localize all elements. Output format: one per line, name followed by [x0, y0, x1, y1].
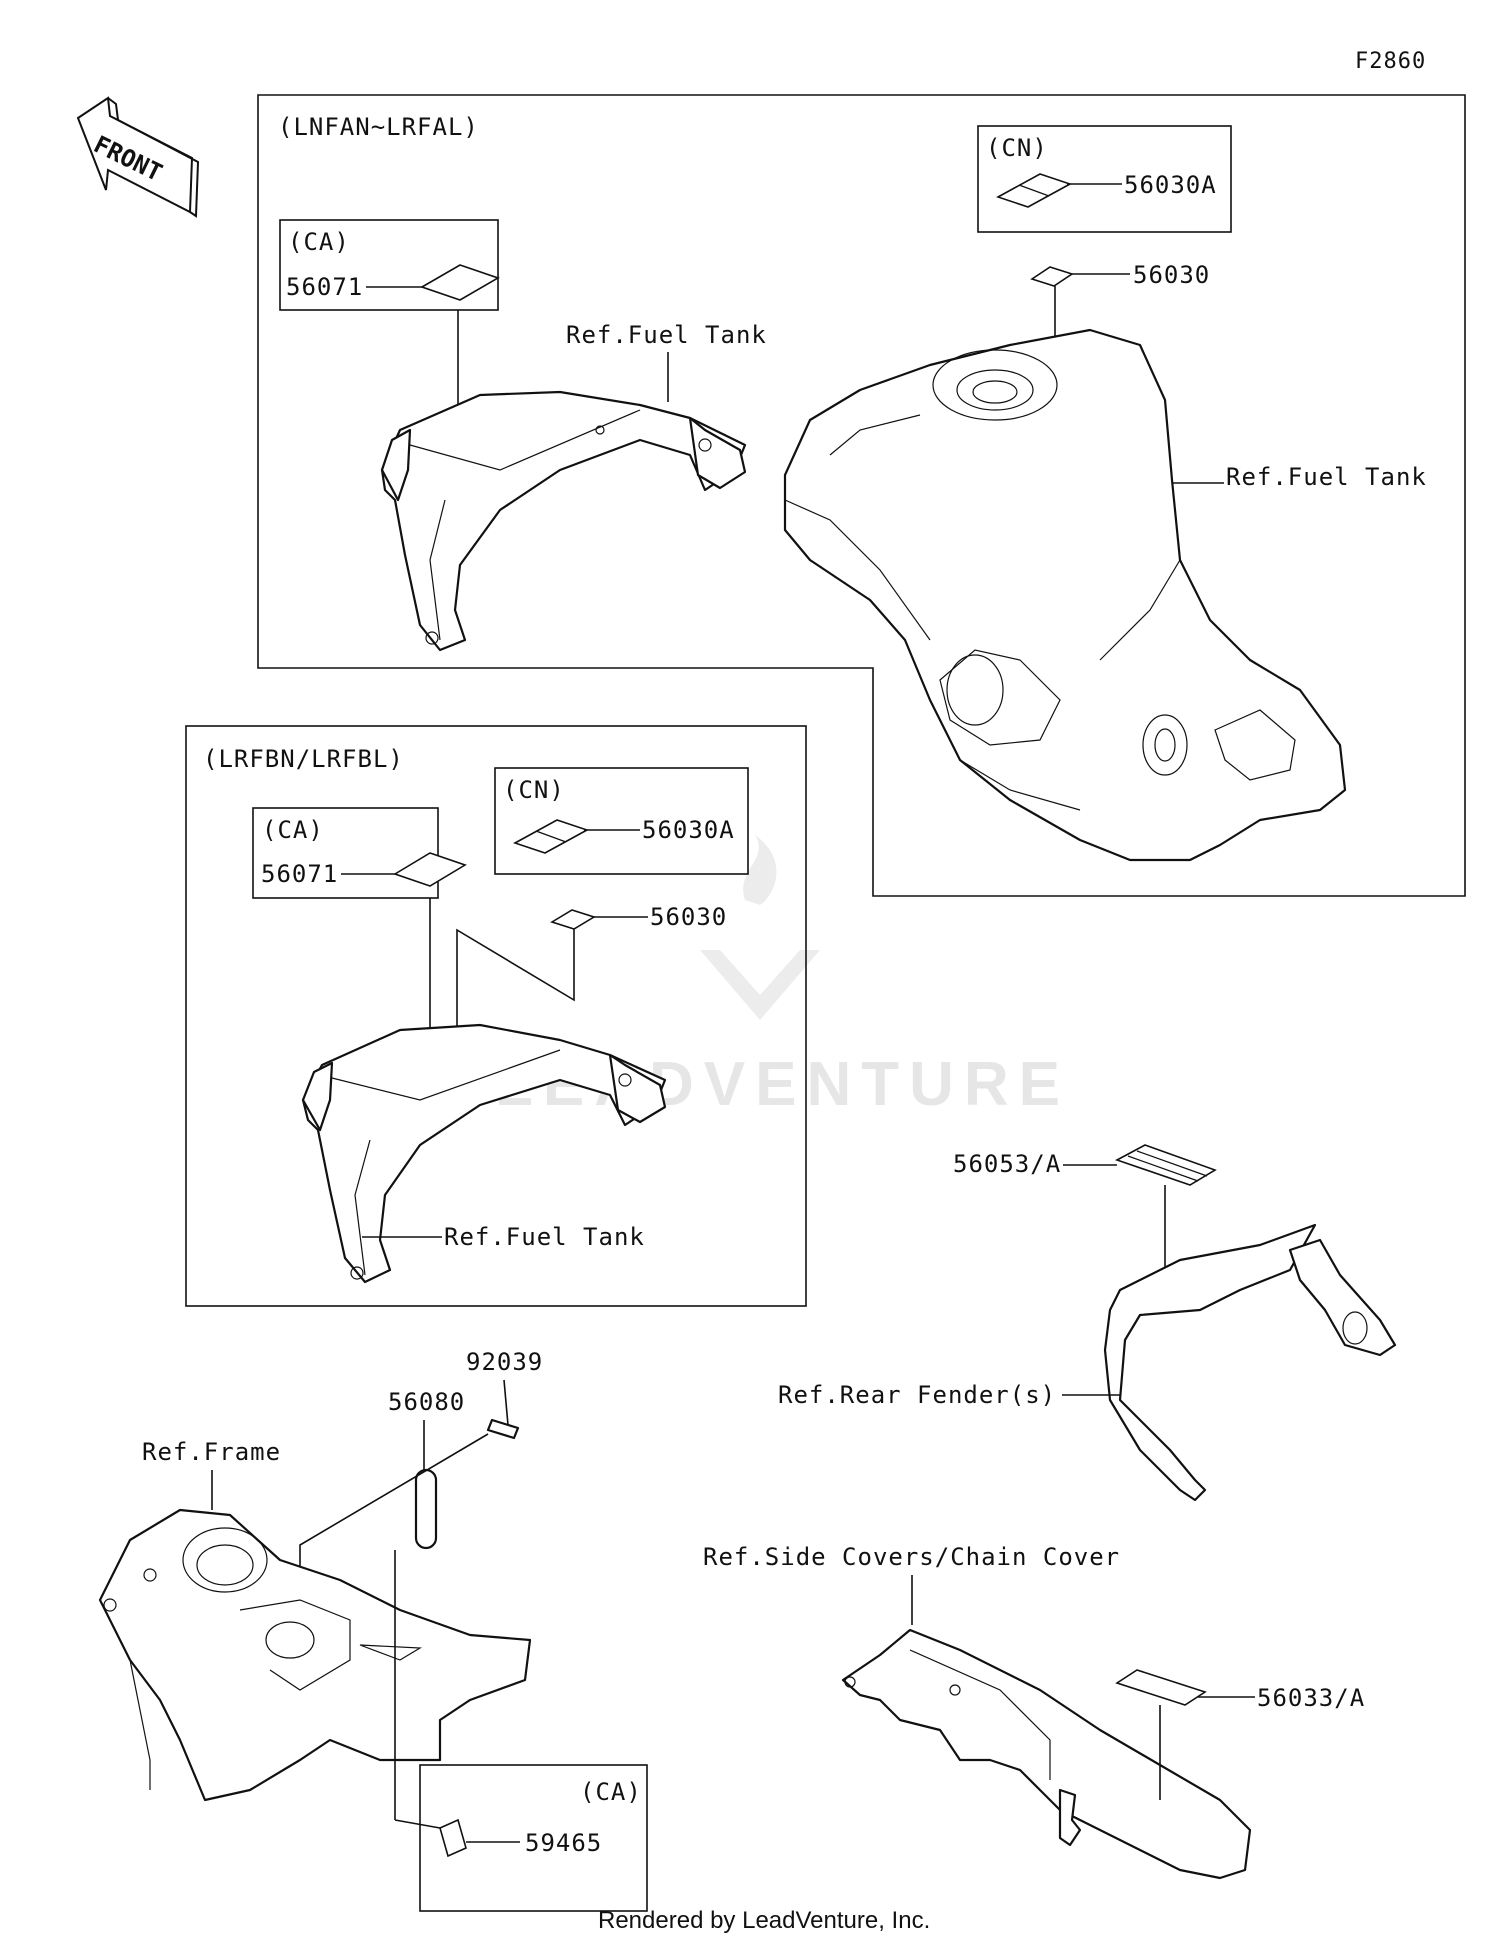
rear-fender-decal-icon	[1115, 1144, 1217, 1186]
footer-credit: Rendered by LeadVenture, Inc.	[598, 1907, 930, 1934]
rivet-part-number: 92039	[466, 1348, 543, 1376]
mid-tank-cover-part	[301, 1023, 667, 1284]
top-decal-part-number: 56030	[1133, 261, 1210, 289]
top-ref-tank-cover: Ref.Fuel Tank	[566, 321, 767, 349]
top-ca-region: (CA)	[288, 228, 350, 256]
rivet-icon	[486, 1418, 520, 1440]
group-mid: (LRFBN/LRFBL) (CA) 56071 (CN) 56030A 560…	[185, 725, 807, 1307]
chain-cover-part-number: 56033/A	[1257, 1684, 1365, 1712]
frame-ca-region: (CA)	[580, 1778, 642, 1806]
plate-icon	[414, 1468, 438, 1550]
chain-cover-ref: Ref.Side Covers/Chain Cover	[703, 1543, 1120, 1571]
rear-fender-part-number: 56053/A	[953, 1150, 1061, 1178]
front-arrow-icon: FRONT	[76, 96, 200, 218]
chain-cover-group: Ref.Side Covers/Chain Cover 56033/A	[703, 1543, 1365, 1880]
mid-cn-part-number: 56030A	[642, 816, 735, 844]
rear-fender-group: 56053/A Ref.Rear Fender(s)	[778, 1144, 1397, 1502]
mid-ca-part-number: 56071	[261, 860, 338, 888]
mid-ca-box	[252, 807, 439, 899]
top-cn-region: (CN)	[986, 134, 1048, 162]
frame-part	[98, 1508, 532, 1802]
frame-group: 92039 56080 Ref.Frame (CA) 59465	[98, 1348, 648, 1912]
top-decal-icon	[1030, 266, 1074, 287]
diagram-code: F2860	[1355, 49, 1426, 74]
frame-ca-decal-icon	[439, 1818, 467, 1858]
chain-cover-part	[841, 1628, 1252, 1880]
rear-fender-ref: Ref.Rear Fender(s)	[778, 1381, 1056, 1409]
mid-ca-decal-icon	[393, 852, 467, 887]
frame-ref: Ref.Frame	[142, 1438, 281, 1466]
mid-ca-region: (CA)	[262, 816, 324, 844]
top-ref-tank: Ref.Fuel Tank	[1226, 463, 1427, 491]
mid-decal-part-number: 56030	[650, 903, 727, 931]
mid-cn-box	[494, 767, 749, 875]
fuel-tank-part	[783, 328, 1347, 862]
chain-cover-decal-icon	[1115, 1669, 1207, 1706]
group-top-model-label: (LNFAN~LRFAL)	[278, 113, 479, 141]
top-cn-part-number: 56030A	[1124, 171, 1217, 199]
frame-ca-box	[419, 1764, 648, 1912]
top-ca-decal-icon	[420, 264, 500, 301]
group-mid-frame	[185, 725, 807, 1307]
mid-decal-icon	[550, 909, 596, 930]
group-top: (LNFAN~LRFAL) (CA) 56071 (CN) 56030A 560…	[257, 94, 1466, 897]
top-ca-box	[279, 219, 499, 311]
group-top-frame	[257, 94, 1466, 897]
top-ca-part-number: 56071	[286, 273, 363, 301]
top-cn-box	[977, 125, 1232, 233]
group-mid-model-label: (LRFBN/LRFBL)	[203, 745, 404, 773]
top-tank-cover-part	[380, 390, 747, 652]
plate-part-number: 56080	[388, 1388, 465, 1416]
mid-cn-region: (CN)	[503, 776, 565, 804]
frame-ca-part-number: 59465	[525, 1829, 602, 1857]
rear-fender-part	[1103, 1223, 1317, 1502]
mid-ref-tank-cover: Ref.Fuel Tank	[444, 1223, 645, 1251]
